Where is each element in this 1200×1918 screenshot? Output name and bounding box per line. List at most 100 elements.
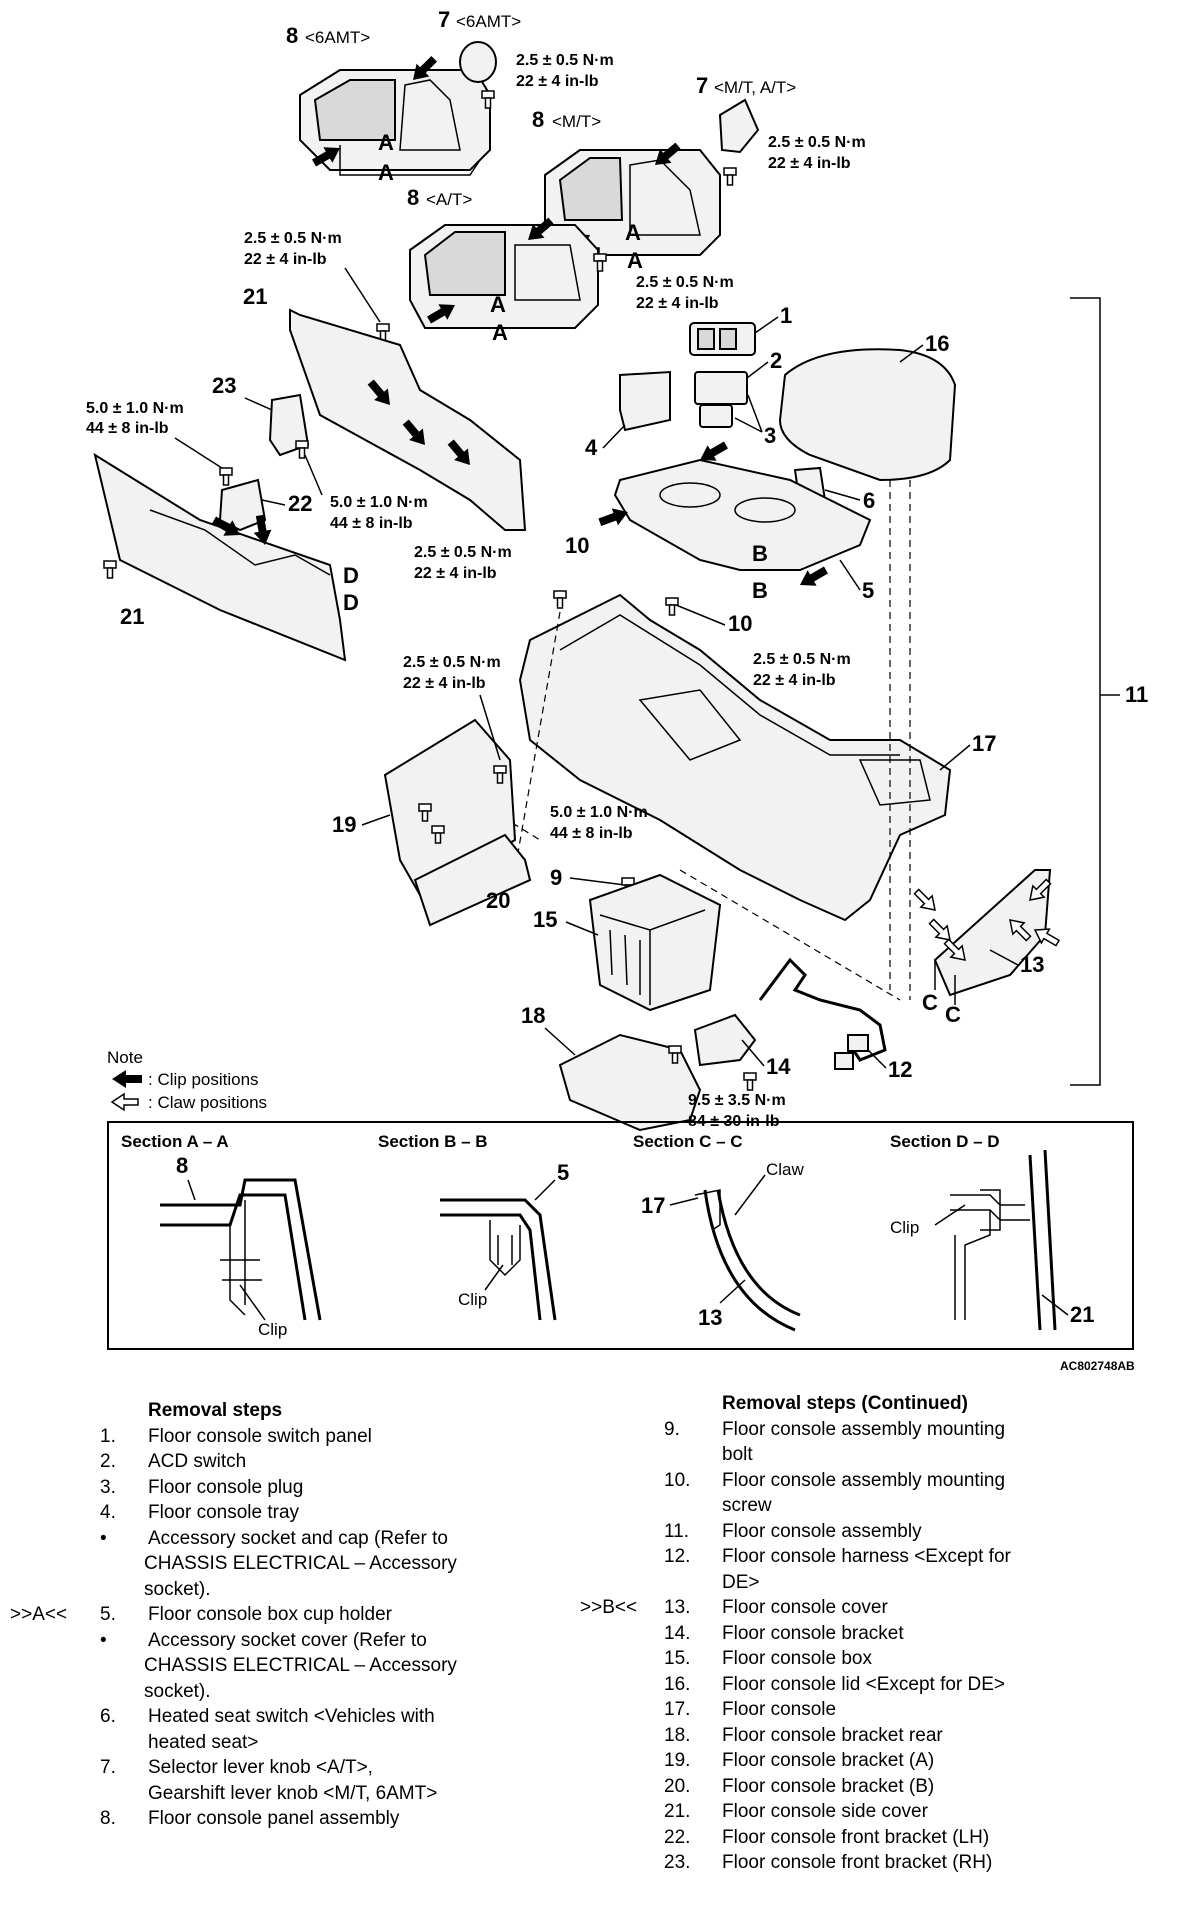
letter-a-2: A (378, 160, 394, 185)
step-number: 17. (664, 1699, 691, 1720)
callout-2: 2 (770, 348, 782, 373)
step-text: Floor console assembly mounting (722, 1469, 1006, 1491)
step-number: 1. (100, 1425, 116, 1447)
step-number: • (100, 1629, 107, 1651)
part-7-knob-mt (718, 98, 760, 154)
letter-a-4: A (627, 248, 643, 273)
callout-7-mt: 7 (696, 73, 708, 98)
step-number: 7. (100, 1757, 116, 1778)
step-text-continued: CHASSIS ELECTRICAL – Accessory (144, 1655, 457, 1676)
step-number: 23. (664, 1852, 691, 1873)
step-text: Floor console bracket rear (722, 1724, 943, 1746)
torque-10-nm: 5.0 ± 1.0 N·m (550, 804, 648, 821)
torque-8-inlb: 22 ± 4 in-lb (753, 672, 836, 689)
torque-4-nm: 2.5 ± 0.5 N·m (244, 230, 342, 247)
letter-a-5: A (490, 292, 506, 317)
callout-16: 16 (925, 331, 949, 356)
step-text-continued: DE> (722, 1571, 760, 1593)
step-number: 2. (100, 1451, 116, 1472)
step-item: 4. Floor console tray (0, 1500, 560, 1526)
step-text: Floor console box cup holder (148, 1604, 392, 1625)
step-mark: >>B<< (580, 1597, 638, 1618)
torque-5-nm: 5.0 ± 1.0 N·m (86, 400, 184, 417)
torque-7-nm: 2.5 ± 0.5 N·m (414, 544, 512, 561)
section-aa: Section A – A 8 Clip (121, 1132, 322, 1339)
step-number: 3. (100, 1476, 116, 1498)
sections-box (107, 1121, 1134, 1350)
step-number: • (100, 1527, 107, 1549)
step-text-continued: CHASSIS ELECTRICAL – Accessory (144, 1553, 457, 1574)
step-item: 6.Heated seat switch <Vehicles with (0, 1704, 560, 1730)
step-item: 15. Floor console box (580, 1646, 1180, 1672)
torque-7-inlb: 22 ± 4 in-lb (414, 565, 497, 582)
step-text: Floor console box (722, 1648, 872, 1669)
step-number: 18. (664, 1724, 691, 1746)
section-dd-label: Clip (890, 1218, 919, 1237)
callout-13: 13 (1020, 952, 1044, 977)
step-text: Floor console front bracket (RH) (722, 1852, 993, 1873)
step-item: >>B<< 13. Floor console cover (580, 1595, 1180, 1621)
callout-7-6amt-tag: <6AMT> (456, 12, 521, 31)
torque-5-inlb: 44 ± 8 in-lb (86, 420, 169, 437)
step-number: 22. (664, 1826, 691, 1848)
part-2-acd-switch (694, 371, 748, 405)
part-8-6amt (299, 52, 491, 176)
step-text: Floor console lid <Except for DE> (722, 1673, 1006, 1695)
step-number: 6. (100, 1706, 116, 1727)
torque-3-inlb: 22 ± 4 in-lb (636, 295, 719, 312)
letter-c-2: C (945, 1002, 961, 1027)
step-item: 14.Floor console bracket (580, 1621, 1180, 1647)
part-20-bracket-b (413, 833, 532, 927)
step-item: 19.Floor console bracket (A) (580, 1748, 1180, 1774)
step-item: 17. Floor console (580, 1697, 1180, 1723)
section-bb: Section B – B 5 Clip (378, 1132, 569, 1321)
step-number: 9. (664, 1418, 680, 1440)
part-14-bracket (693, 1013, 757, 1067)
step-item: • Accessory socket and cap (Refer to (0, 1526, 560, 1552)
part-21-lower (93, 452, 347, 662)
section-aa-label: Clip (258, 1320, 287, 1339)
note-title: Note (107, 1048, 143, 1067)
section-cc-part2: 13 (698, 1305, 722, 1330)
step-text: Floor console (722, 1699, 837, 1720)
step-text: Floor console tray (148, 1502, 300, 1523)
torque-1-inlb: 22 ± 4 in-lb (516, 73, 599, 90)
step-number: 13. (664, 1597, 691, 1618)
step-number: 4. (100, 1502, 116, 1523)
step-item: 16.Floor console lid <Except for DE> (580, 1672, 1180, 1698)
step-text: Accessory socket cover (Refer to (148, 1629, 427, 1651)
torque-6-inlb: 44 ± 8 in-lb (330, 515, 413, 532)
torque-9-inlb: 22 ± 4 in-lb (403, 675, 486, 692)
callout-9: 9 (550, 865, 562, 890)
part-17-floor-console (518, 593, 952, 922)
removal-steps: Removal steps 1.Floor console switch pan… (0, 1398, 560, 1832)
step-text: Accessory socket and cap (Refer to (148, 1527, 448, 1549)
part-8-mt (544, 138, 721, 258)
step-text: Floor console cover (722, 1597, 888, 1618)
part-8-at (409, 213, 599, 329)
section-cc-label: Claw (766, 1160, 805, 1179)
part-21-upper (289, 308, 527, 531)
step-item: 20.Floor console bracket (B) (580, 1774, 1180, 1800)
section-cc-title: Section C – C (633, 1132, 743, 1151)
step-item: 12.Floor console harness <Except for (580, 1544, 1180, 1570)
section-cc-part1: 17 (641, 1193, 665, 1218)
section-aa-title: Section A – A (121, 1132, 229, 1151)
step-item: • Accessory socket cover (Refer to (0, 1628, 560, 1654)
torque-1-nm: 2.5 ± 0.5 N·m (516, 52, 614, 69)
step-number: 15. (664, 1648, 691, 1669)
step-item: 21.Floor console side cover (580, 1799, 1180, 1825)
callout-8-at: 8 (407, 185, 419, 210)
step-item: 23. Floor console front bracket (RH) (580, 1850, 1180, 1876)
step-text: Floor console side cover (722, 1801, 928, 1822)
callout-23: 23 (212, 373, 236, 398)
letter-c-1: C (922, 990, 938, 1015)
figure-id: AC802748AB (1060, 1359, 1135, 1373)
section-dd: Section D – D Clip 21 (890, 1132, 1094, 1331)
step-item: 9.Floor console assembly mounting (580, 1417, 1180, 1443)
section-cc: Section C – C Claw 17 13 (633, 1132, 805, 1332)
torque-2-inlb: 22 ± 4 in-lb (768, 155, 851, 172)
part-5-cup-holder (613, 458, 872, 571)
step-number: 12. (664, 1546, 691, 1567)
callout-20: 20 (486, 888, 510, 913)
